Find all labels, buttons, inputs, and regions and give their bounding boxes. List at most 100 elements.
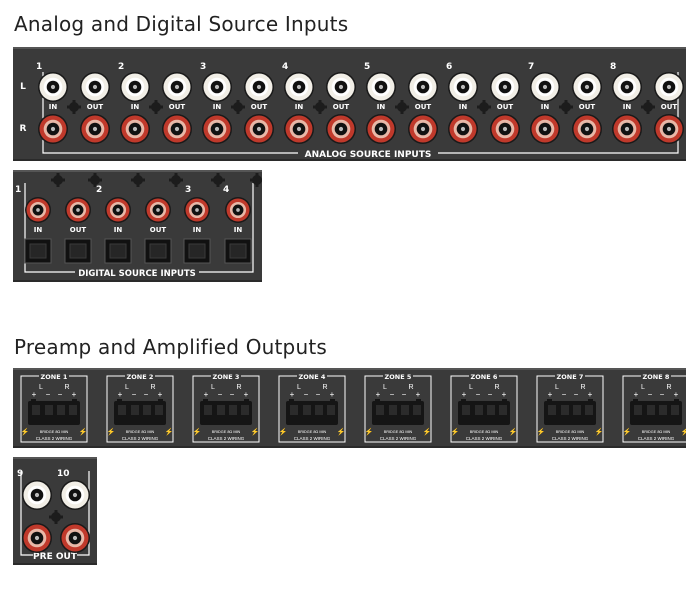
analog-jack-in-right[interactable] <box>612 114 642 144</box>
zone-polarity-mark: + <box>290 390 295 399</box>
analog-panel-label: ANALOG SOURCE INPUTS <box>305 150 432 160</box>
lightning-icon: ⚡ <box>595 427 604 436</box>
analog-channel-number: 6 <box>446 62 452 72</box>
analog-channel-number: 3 <box>200 62 206 72</box>
analog-jack-out-left[interactable] <box>654 72 684 102</box>
analog-out-label: OUT <box>333 103 350 111</box>
coax-input-jack[interactable] <box>145 197 171 223</box>
digital-channel-number: 1 <box>15 185 21 195</box>
analog-out-label: OUT <box>415 103 432 111</box>
speaker-terminal-connector[interactable] <box>286 399 338 425</box>
optical-port[interactable] <box>24 238 52 264</box>
zone-polarity-mark: − <box>660 390 665 399</box>
zone-polarity-mark: − <box>316 390 321 399</box>
analog-out-label: OUT <box>579 103 596 111</box>
optical-port[interactable] <box>104 238 132 264</box>
coax-input-jack[interactable] <box>225 197 251 223</box>
zone-polarity-mark: − <box>648 390 653 399</box>
zone-name: ZONE 5 <box>385 373 412 381</box>
analog-jack-in-right[interactable] <box>448 114 478 144</box>
speaker-terminal-connector[interactable] <box>630 399 682 425</box>
analog-jack-out-right[interactable] <box>80 114 110 144</box>
zone-wiring-text: CLASS 2 WIRING <box>122 436 159 441</box>
analog-jack-out-right[interactable] <box>244 114 274 144</box>
analog-out-label: OUT <box>87 103 104 111</box>
zone-wiring-text: CLASS 2 WIRING <box>36 436 73 441</box>
zone-right-label: R <box>494 384 499 391</box>
zone-polarity-mark: − <box>390 390 395 399</box>
analog-jack-in-left[interactable] <box>38 72 68 102</box>
inputs-section-title: Analog and Digital Source Inputs <box>14 12 349 36</box>
zone-frame-line <box>192 375 260 443</box>
analog-jack-out-left[interactable] <box>244 72 274 102</box>
analog-jack-out-right[interactable] <box>654 114 684 144</box>
lightning-icon: ⚡ <box>537 427 546 436</box>
analog-jack-in-left[interactable] <box>448 72 478 102</box>
zone-left-label: L <box>469 384 473 391</box>
zone-polarity-mark: + <box>634 390 639 399</box>
outputs-section-title: Preamp and Amplified Outputs <box>14 335 327 359</box>
zone-frame-line <box>536 375 604 443</box>
analog-channel-number: 7 <box>528 62 534 72</box>
zone-wiring-text: CLASS 2 WIRING <box>552 436 589 441</box>
analog-jack-out-left[interactable] <box>408 72 438 102</box>
coax-input-jack[interactable] <box>65 197 91 223</box>
analog-jack-out-right[interactable] <box>408 114 438 144</box>
analog-jack-in-right[interactable] <box>202 114 232 144</box>
analog-out-label: OUT <box>169 103 186 111</box>
analog-jack-in-right[interactable] <box>38 114 68 144</box>
analog-jack-in-left[interactable] <box>284 72 314 102</box>
zone-name: ZONE 1 <box>41 373 68 381</box>
preout-jack-left[interactable] <box>22 480 52 510</box>
speaker-terminal-connector[interactable] <box>544 399 596 425</box>
speaker-terminal-connector[interactable] <box>458 399 510 425</box>
analog-jack-out-left[interactable] <box>80 72 110 102</box>
analog-in-label: IN <box>49 103 58 111</box>
preout-jack-right[interactable] <box>22 523 52 553</box>
speaker-terminal-connector[interactable] <box>200 399 252 425</box>
screw-icon <box>641 100 655 114</box>
analog-in-label: IN <box>459 103 468 111</box>
analog-jack-out-left[interactable] <box>162 72 192 102</box>
analog-jack-out-right[interactable] <box>162 114 192 144</box>
zone-bridge-text: BRIDGE 8Ω MIN <box>126 430 155 434</box>
optical-port[interactable] <box>64 238 92 264</box>
screw-icon <box>169 173 183 187</box>
zone-polarity-mark: + <box>588 390 593 399</box>
analog-jack-in-right[interactable] <box>366 114 396 144</box>
analog-jack-in-right[interactable] <box>284 114 314 144</box>
analog-jack-in-left[interactable] <box>530 72 560 102</box>
analog-jack-in-right[interactable] <box>120 114 150 144</box>
speaker-terminal-connector[interactable] <box>372 399 424 425</box>
analog-jack-in-left[interactable] <box>120 72 150 102</box>
preout-jack-left[interactable] <box>60 480 90 510</box>
analog-jack-out-left[interactable] <box>326 72 356 102</box>
analog-jack-out-right[interactable] <box>490 114 520 144</box>
speaker-terminal-connector[interactable] <box>114 399 166 425</box>
zone-polarity-mark: + <box>674 390 679 399</box>
analog-jack-in-left[interactable] <box>612 72 642 102</box>
coax-input-jack[interactable] <box>25 197 51 223</box>
lightning-icon: ⚡ <box>681 427 686 436</box>
coax-input-jack[interactable] <box>105 197 131 223</box>
screw-icon <box>88 173 102 187</box>
analog-jack-in-left[interactable] <box>202 72 232 102</box>
analog-jack-in-left[interactable] <box>366 72 396 102</box>
optical-port[interactable] <box>183 238 211 264</box>
coax-input-jack[interactable] <box>184 197 210 223</box>
analog-jack-out-right[interactable] <box>572 114 602 144</box>
speaker-terminal-connector[interactable] <box>28 399 80 425</box>
screw-icon <box>211 173 225 187</box>
optical-port[interactable] <box>224 238 252 264</box>
analog-jack-out-left[interactable] <box>490 72 520 102</box>
optical-port[interactable] <box>144 238 172 264</box>
analog-jack-out-left[interactable] <box>572 72 602 102</box>
analog-jack-out-right[interactable] <box>326 114 356 144</box>
analog-jack-in-right[interactable] <box>530 114 560 144</box>
digital-jack-label: IN <box>234 226 243 234</box>
preout-jack-right[interactable] <box>60 523 90 553</box>
